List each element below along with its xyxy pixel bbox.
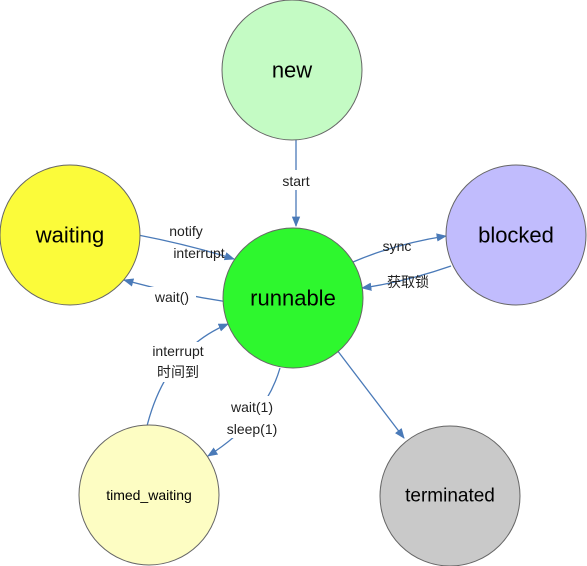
node-timed-waiting-label: timed_waiting	[106, 487, 192, 503]
node-timed-waiting-circle	[78, 424, 220, 566]
label-sync: sync	[383, 238, 412, 254]
label-wait: wait()	[154, 289, 189, 305]
label-sleep-1: sleep(1)	[227, 421, 278, 437]
node-blocked-circle	[445, 164, 587, 306]
node-runnable[interactable]: runnable	[222, 227, 364, 369]
label-notify: notify	[169, 223, 202, 239]
edge-labels: start notify interrupt wait() sync 获取锁 i…	[142, 170, 429, 438]
label-acquire-lock: 获取锁	[387, 274, 429, 290]
node-blocked[interactable]: blocked	[445, 164, 587, 306]
node-waiting-label: waiting	[35, 223, 104, 248]
label-start: start	[282, 173, 309, 189]
label-interrupt-timeout-1: interrupt	[152, 343, 203, 359]
node-waiting[interactable]: waiting	[0, 164, 141, 306]
node-new[interactable]: new	[221, 0, 363, 141]
node-terminated-label: terminated	[405, 486, 495, 507]
node-timed-waiting[interactable]: timed_waiting	[78, 424, 220, 566]
node-new-label: new	[272, 58, 312, 83]
edge-acquire-lock	[360, 265, 452, 291]
node-blocked-label: blocked	[478, 223, 554, 248]
edge-sync	[352, 233, 448, 263]
label-interrupt-timeout-2: 时间到	[157, 364, 199, 380]
node-new-circle	[221, 0, 363, 141]
edge-notify-interrupt	[137, 234, 235, 261]
node-terminated-circle	[379, 425, 521, 566]
label-interrupt: interrupt	[173, 245, 224, 261]
label-wait-1: wait(1)	[230, 399, 273, 415]
node-terminated[interactable]: terminated	[379, 425, 521, 566]
edge-terminate	[336, 349, 405, 439]
node-waiting-circle	[0, 164, 141, 306]
node-runnable-label: runnable	[250, 286, 336, 311]
node-runnable-circle	[222, 227, 364, 369]
